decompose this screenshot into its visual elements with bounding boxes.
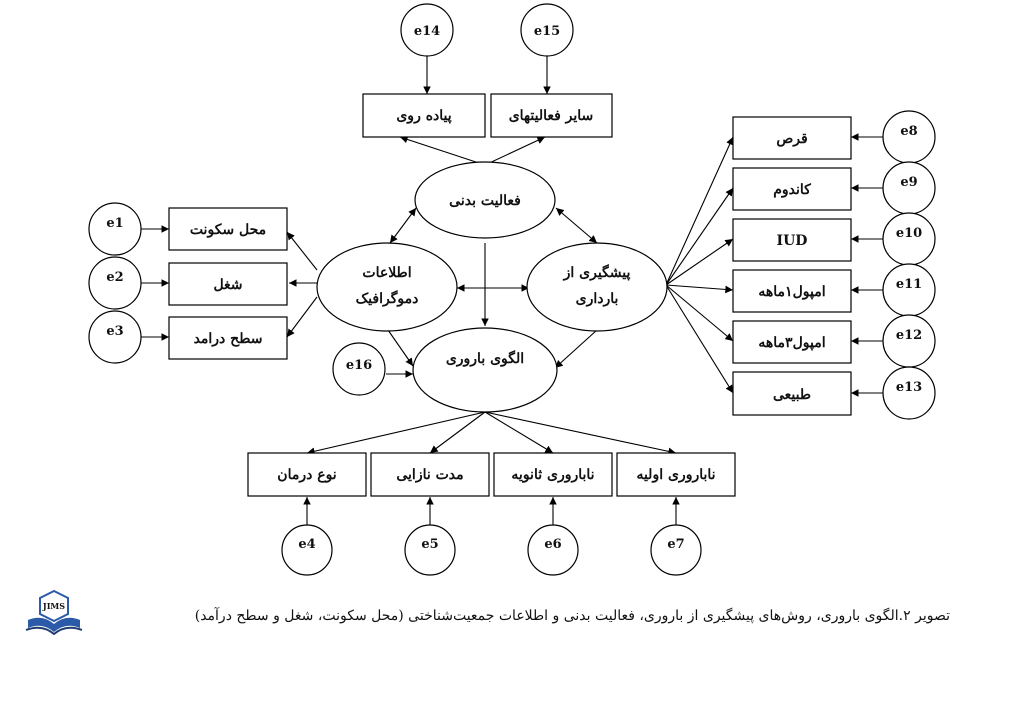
box-residence-label: محل سکونت [190,222,266,238]
latent-contraception [526,242,668,332]
box-income-label: سطح درامد [194,331,263,347]
box-job-label: شغل [213,277,242,293]
latent-demographic-label-2: دموگرافیک [356,290,419,307]
error-e10-label: e10 [896,226,922,241]
box-other-activities-label: سایر فعالیتهای [509,108,594,124]
latent-physical-activity-label: فعالیت بدنی [449,193,521,209]
error-e1 [88,202,142,256]
error-e6 [527,524,579,576]
path-fert-secondary [484,411,554,454]
path-demo-residence [286,231,318,271]
box-condom-label: کاندوم [773,182,811,198]
path-demo-pa [389,207,417,244]
error-e5-label: e5 [421,537,438,552]
path-contra-amp3 [665,284,734,342]
error-e15 [520,3,574,57]
box-residence [168,207,288,251]
error-e6-label: e6 [544,537,561,552]
path-pa-walking [399,135,486,166]
error-e7-label: e7 [667,537,684,552]
error-e2 [88,256,142,310]
path-contra-amp1 [665,284,734,294]
error-e16 [332,342,386,396]
error-e7 [650,524,702,576]
box-pill [732,116,852,160]
error-e3 [88,310,142,364]
path-contra-iud [665,238,734,286]
error-e13-label: e13 [896,380,922,395]
path-contra-fert [554,329,598,369]
box-income [168,316,288,360]
box-infertility-duration-label: مدت نازایی [396,467,463,483]
logo-text: JIMS [42,601,65,611]
error-e14 [400,3,454,57]
latent-demographic-label-1: اطلاعات [362,265,411,281]
box-natural-label: طبیعی [773,387,811,403]
latent-demographic [316,242,458,332]
path-fert-treatment [306,411,486,456]
latent-fertility-pattern [412,327,558,413]
latent-contraception-label-2: بارداری [576,291,619,307]
box-ampoule-1m [732,269,852,313]
box-natural [732,371,852,416]
path-demo-fert [387,329,414,367]
error-e3-label: e3 [106,324,123,339]
path-fert-primary [484,411,677,456]
box-ampoule-3m-label: امپول۳ماهه [758,335,825,351]
latent-physical-activity [414,161,556,239]
box-ampoule-3m [732,320,852,364]
figure-caption: تصویر ۲.الگوی باروری، روش‌های پیشگیری از… [194,608,950,624]
box-job [168,262,288,306]
path-fert-duration [429,411,486,454]
paths [140,55,884,526]
box-secondary-infertility [493,452,613,497]
error-e14-label: e14 [414,24,440,39]
latent-fertility-pattern-label: الگوی باروری [446,350,524,367]
box-walking-label: پیاده روی [396,108,451,124]
box-treatment-type [247,452,367,497]
path-contra-natural [665,284,734,394]
path-demo-income [286,296,318,338]
box-pill-label: قرص [776,131,807,147]
box-condom [732,167,852,211]
box-ampoule-1m-label: امپول۱ماهه [758,284,825,300]
error-e4-label: e4 [298,537,315,552]
error-e1-label: e1 [106,216,123,231]
box-other-activities [490,93,613,138]
path-pa-contra [555,207,598,244]
path-contra-pill [665,136,734,286]
box-iud [732,218,852,262]
journal-book-logo-icon: JIMS [25,589,83,636]
error-e4 [281,524,333,576]
box-treatment-type-label: نوع درمان [277,467,336,483]
path-contra-condom [665,187,734,286]
box-primary-infertility [616,452,736,497]
error-e5 [404,524,456,576]
box-walking [362,93,486,138]
error-e11-label: e11 [896,277,922,292]
error-e12-label: e12 [896,328,922,343]
latent-contraception-label-1: پیشگیری از [563,264,631,281]
error-e2-label: e2 [106,270,123,285]
error-e8-label: e8 [900,124,917,139]
box-secondary-infertility-label: ناباروری ثانویه [511,467,594,483]
path-pa-other [484,136,546,166]
box-iud-label: IUD [777,233,808,249]
error-e16-label: e16 [346,358,372,373]
box-infertility-duration [370,452,490,497]
box-primary-infertility-label: ناباروری اولیه [636,467,715,483]
error-e15-label: e15 [534,24,560,39]
error-e13 [882,366,936,420]
error-e9-label: e9 [900,175,917,190]
